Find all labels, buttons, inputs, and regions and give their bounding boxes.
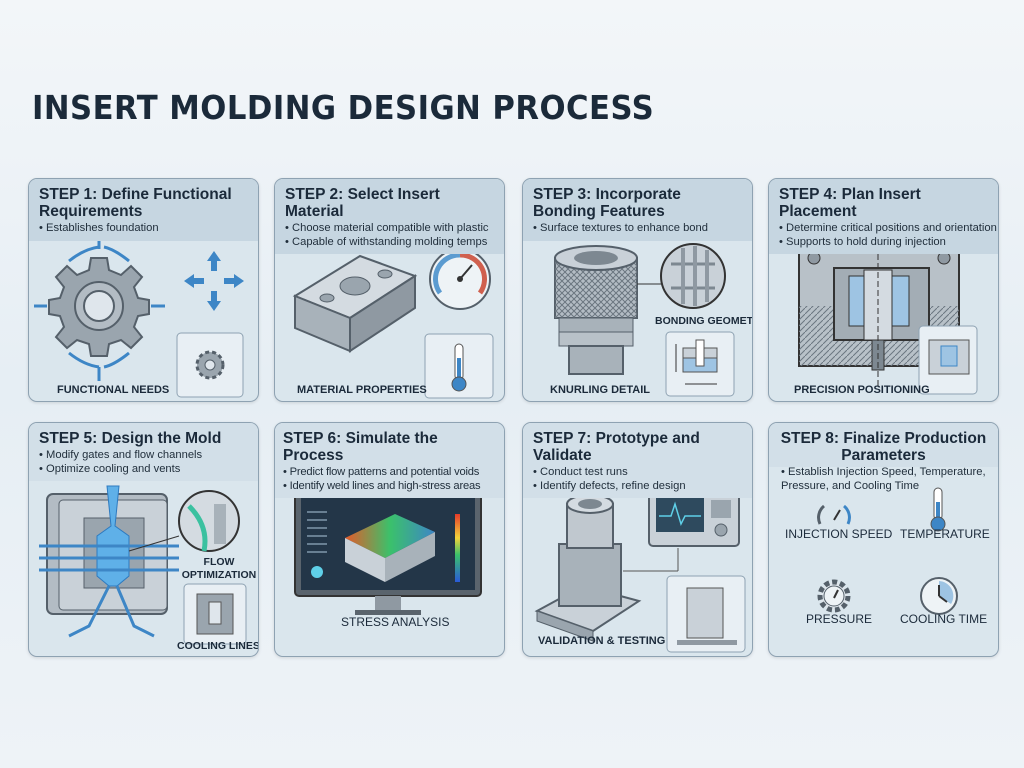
- caption: BONDING GEOMETRY: [655, 315, 753, 327]
- step-title: STEP 1: Define Functional Requirements: [39, 186, 232, 220]
- caption: STRESS ANALYSIS: [341, 615, 450, 629]
- pressure-gear-icon: [817, 579, 851, 613]
- step-bullet: Supports to hold during injection: [779, 236, 988, 250]
- caption: PRECISION POSITIONING: [794, 384, 930, 396]
- knurled-insert-icon: [554, 243, 735, 397]
- mold-flow-icon: [39, 485, 247, 645]
- step-title: STEP 3: Incorporate Bonding Features: [533, 186, 681, 220]
- mold-cross-section-icon: [798, 236, 978, 395]
- thermometer-icon: [424, 333, 494, 399]
- step-7-card: STEP 7: Prototype and Validate Conduct t…: [522, 422, 753, 657]
- step-bullet: Conduct test runs: [533, 466, 742, 480]
- step-bullet: Determine critical positions and orienta…: [779, 222, 997, 236]
- page-title: INSERT MOLDING DESIGN PROCESS: [32, 88, 655, 127]
- step-bullet: Capable of withstanding molding temps: [285, 236, 494, 250]
- step-bullet: Modify gates and flow channels: [39, 449, 248, 463]
- caption: INJECTION SPEED: [785, 527, 893, 541]
- small-section-icon: [918, 325, 978, 395]
- step-2-card: STEP 2: Select Insert Material Choose ma…: [274, 178, 505, 402]
- prototype-part-icon: [534, 487, 746, 653]
- gauge-icon: [429, 248, 491, 310]
- gear-icon: [34, 234, 244, 398]
- caption: COOLING LINES: [177, 640, 259, 652]
- step-title: STEP 6: Simulate the Process: [283, 430, 438, 464]
- caption: TEMPERATURE: [900, 527, 990, 541]
- cross-section-icon: [665, 331, 735, 397]
- step-title: STEP 7: Prototype and Validate: [533, 430, 700, 464]
- step-3-card: STEP 3: Incorporate Bonding Features Sur…: [522, 178, 753, 402]
- step-bullet: Establishes foundation: [39, 222, 248, 236]
- caption: KNURLING DETAIL: [550, 384, 651, 396]
- cooling-lines-icon: [183, 583, 247, 645]
- step-5-card: STEP 5: Design the Mold Modify gates and…: [28, 422, 259, 657]
- speedometer-icon: [817, 504, 851, 525]
- clock-icon: [920, 577, 958, 615]
- caption: VALIDATION & TESTING: [538, 635, 666, 647]
- step-1-card: STEP 1: Define Functional Requirements E…: [28, 178, 259, 402]
- caption: PRESSURE: [806, 612, 873, 626]
- caption: COOLING TIME: [900, 612, 988, 626]
- metal-block-icon: [292, 248, 494, 399]
- small-gear-icon: [176, 332, 244, 398]
- step-bullet: Optimize cooling and vents: [39, 463, 248, 477]
- step-bullet: Identify weld lines and high-stress area…: [283, 480, 500, 494]
- parameter-icons: [817, 487, 958, 615]
- step-bullet-text: Establish Injection Speed, Temperature, …: [781, 466, 986, 492]
- caption: MATERIAL PROPERTIES: [297, 384, 427, 396]
- thermometer-icon: [930, 487, 946, 532]
- step-title: STEP 2: Select Insert Material: [285, 186, 440, 220]
- step-4-card: STEP 4: Plan Insert Placement Determine …: [768, 178, 999, 402]
- caption: FUNCTIONAL NEEDS: [57, 384, 170, 396]
- caption: FLOW OPTIMIZATION: [181, 556, 257, 581]
- step-bullet: • Establish Injection Speed, Temperature…: [781, 466, 986, 492]
- step-bullet: Surface textures to enhance bond: [533, 222, 742, 236]
- step-bullet: Choose material compatible with plastic: [285, 222, 494, 236]
- oscilloscope-icon: [648, 487, 740, 547]
- step-bullet: Identify defects, refine design: [533, 480, 742, 494]
- test-fixture-icon: [666, 575, 746, 653]
- step-title: STEP 8: Finalize Production Parameters: [780, 430, 987, 464]
- step-bullet: Predict flow patterns and potential void…: [283, 466, 500, 480]
- step-title: STEP 5: Design the Mold: [39, 430, 222, 447]
- step-8-card: STEP 8: Finalize Production Parameters •…: [768, 422, 999, 657]
- step-6-card: STEP 6: Simulate the Process Predict flo…: [274, 422, 505, 657]
- magnifier-icon: [128, 490, 240, 552]
- step-title: STEP 4: Plan Insert Placement: [779, 186, 921, 220]
- grooves-magnifier-icon: [660, 243, 726, 309]
- monitor-simulation-icon: [294, 491, 482, 615]
